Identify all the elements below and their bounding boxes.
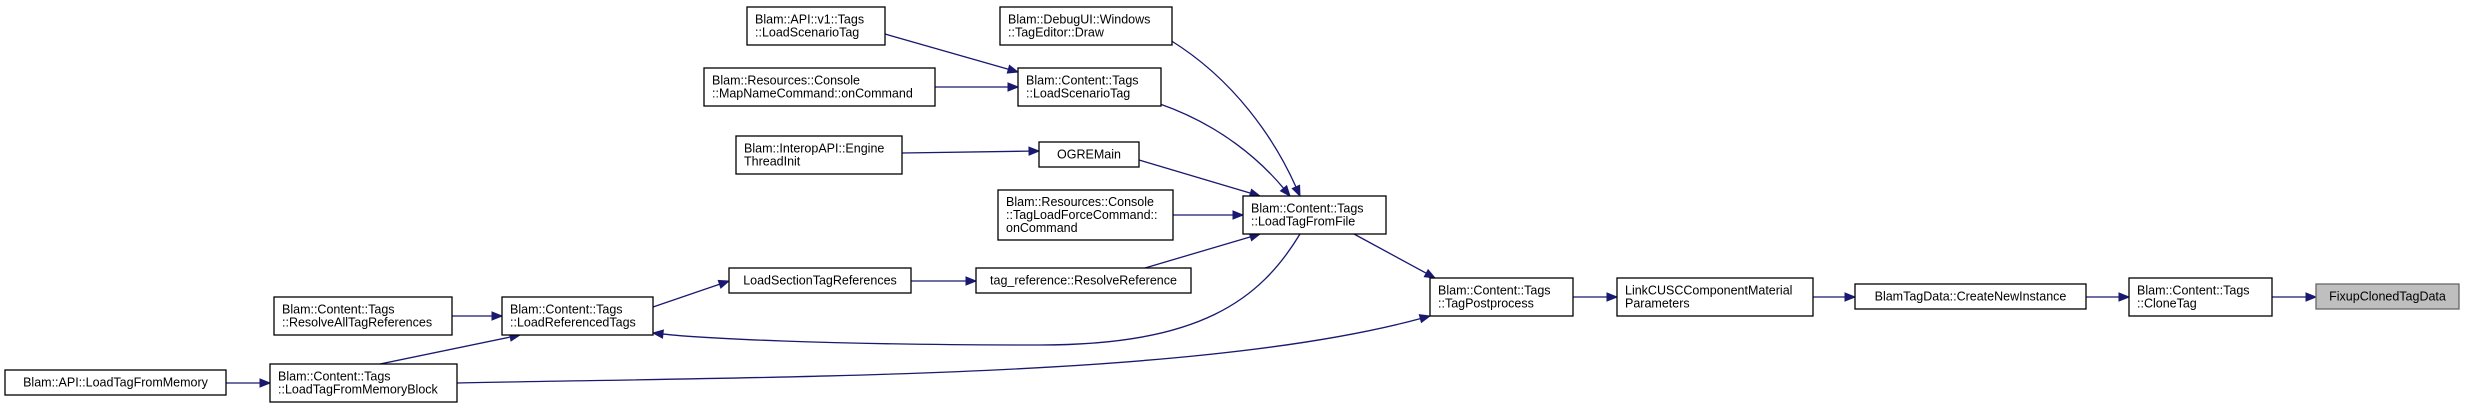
edge-ogremain-to-loadfromfile: [1138, 159, 1262, 198]
node-label-line: Blam::DebugUI::Windows: [1008, 13, 1150, 27]
node-box[interactable]: [703, 67, 936, 107]
edge-loadfromfile-to-loadreferenced: [651, 233, 1301, 346]
node-label-line: Blam::API::LoadTagFromMemory: [23, 376, 209, 390]
node-createnew[interactable]: BlamTagData::CreateNewInstance: [1854, 283, 2087, 310]
node-tagloadforce[interactable]: Blam::Resources::Console::TagLoadForceCo…: [997, 189, 1174, 241]
node-box[interactable]: [501, 296, 654, 336]
node-label-line: ::ResolveAllTagReferences: [282, 316, 432, 330]
edge-contentloadscenario-to-loadfromfile: [1159, 103, 1291, 198]
node-box[interactable]: [1017, 67, 1162, 107]
edge-createnew-to-clonetag: [2086, 292, 2131, 302]
node-fixup[interactable]: FixupClonedTagData: [2315, 283, 2460, 310]
node-label-line: Blam::API::v1::Tags: [755, 13, 864, 27]
node-box[interactable]: [735, 135, 903, 175]
edge-debugui-to-loadfromfile: [1169, 39, 1301, 198]
node-box[interactable]: [1854, 283, 2087, 310]
edge-loadfromfile-to-tagpost: [1353, 233, 1437, 279]
node-clonetag[interactable]: Blam::Content::Tags::CloneTag: [2128, 277, 2273, 317]
edge-loadfrommemblock-to-loadreferenced: [379, 332, 522, 365]
node-box[interactable]: [746, 6, 886, 46]
node-box[interactable]: [1616, 277, 1814, 317]
node-box[interactable]: [2128, 277, 2273, 317]
node-label-line: tag_reference::ResolveReference: [990, 274, 1177, 288]
node-label-line: Blam::Content::Tags: [1438, 284, 1551, 298]
node-box[interactable]: [1038, 141, 1140, 168]
node-label-line: Blam::Content::Tags: [1026, 74, 1139, 88]
node-label-line: ::LoadTagFromFile: [1251, 215, 1355, 229]
edge-mapname-to-contentloadscenario: [935, 82, 1020, 92]
node-label-line: BlamTagData::CreateNewInstance: [1875, 290, 2067, 304]
edge-tagpost-to-linkcusc: [1573, 292, 1619, 302]
edge-interop-to-ogremain: [901, 146, 1041, 156]
node-label-line: ::TagEditor::Draw: [1008, 26, 1105, 40]
edge-loadfrommemblock-to-tagpost: [456, 314, 1432, 384]
node-box[interactable]: [1429, 277, 1574, 317]
node-label-line: ThreadInit: [744, 155, 801, 169]
node-label-line: Blam::Resources::Console: [712, 74, 860, 88]
node-box[interactable]: [269, 363, 458, 403]
node-box[interactable]: [2315, 283, 2460, 310]
edge-loadsection-to-resolveref: [911, 276, 978, 286]
node-label-line: ::MapNameCommand::onCommand: [712, 87, 913, 101]
node-debugui[interactable]: Blam::DebugUI::Windows::TagEditor::Draw: [999, 6, 1173, 46]
node-label-line: FixupClonedTagData: [2329, 290, 2446, 304]
node-ogremain[interactable]: OGREMain: [1038, 141, 1140, 168]
node-label-line: Blam::Content::Tags: [282, 303, 395, 317]
node-label-line: Blam::Content::Tags: [510, 303, 623, 317]
edge-loadreferenced-to-loadsection: [652, 279, 731, 308]
node-label-line: Parameters: [1625, 297, 1690, 311]
node-label-line: LoadSectionTagReferences: [743, 274, 897, 288]
node-loadreferenced[interactable]: Blam::Content::Tags::LoadReferencedTags: [501, 296, 654, 336]
node-loadfromfile[interactable]: Blam::Content::Tags::LoadTagFromFile: [1242, 195, 1387, 235]
node-box[interactable]: [273, 296, 453, 336]
node-label-line: onCommand: [1006, 221, 1078, 235]
node-label-line: Blam::Content::Tags: [278, 370, 391, 384]
node-label-line: Blam::Resources::Console: [1006, 195, 1154, 209]
node-resolveall[interactable]: Blam::Content::Tags::ResolveAllTagRefere…: [273, 296, 453, 336]
edge-tagloadforce-to-loadfromfile: [1173, 210, 1245, 220]
node-apiloadfrommem[interactable]: Blam::API::LoadTagFromMemory: [4, 369, 227, 396]
node-label-line: ::TagLoadForceCommand::: [1006, 208, 1157, 222]
node-label-line: ::LoadTagFromMemoryBlock: [278, 383, 439, 397]
node-resolveref[interactable]: tag_reference::ResolveReference: [975, 267, 1192, 294]
node-box[interactable]: [1242, 195, 1387, 235]
node-apiv1loadscenario[interactable]: Blam::API::v1::Tags::LoadScenarioTag: [746, 6, 886, 46]
edge-apiloadfrommem-to-loadfrommemblock: [226, 378, 272, 388]
node-loadfrommemblock[interactable]: Blam::Content::Tags::LoadTagFromMemoryBl…: [269, 363, 458, 403]
node-label-line: ::LoadScenarioTag: [1026, 87, 1130, 101]
node-label-line: ::CloneTag: [2137, 297, 2197, 311]
node-label-line: ::TagPostprocess: [1438, 297, 1534, 311]
node-label-line: Blam::Content::Tags: [1251, 202, 1364, 216]
node-box[interactable]: [4, 369, 227, 396]
node-box[interactable]: [975, 267, 1192, 294]
edge-clonetag-to-fixup: [2272, 292, 2318, 302]
node-mapname[interactable]: Blam::Resources::Console::MapNameCommand…: [703, 67, 936, 107]
node-label-line: ::LoadReferencedTags: [510, 316, 636, 330]
node-label-line: Blam::InteropAPI::Engine: [744, 142, 884, 156]
node-label-line: ::LoadScenarioTag: [755, 26, 859, 40]
edge-apiv1loadscenario-to-contentloadscenario: [884, 33, 1020, 74]
edge-resolveall-to-loadreferenced: [452, 311, 504, 321]
edge-linkcusc-to-createnew: [1813, 292, 1857, 302]
node-box[interactable]: [997, 189, 1174, 241]
node-box[interactable]: [728, 267, 912, 294]
node-box[interactable]: [999, 6, 1173, 46]
nodes-layer: FixupClonedTagDataBlam::Content::Tags::C…: [4, 6, 2460, 403]
node-loadsection[interactable]: LoadSectionTagReferences: [728, 267, 912, 294]
node-label-line: OGREMain: [1057, 148, 1121, 162]
node-label-line: Blam::Content::Tags: [2137, 284, 2250, 298]
node-tagpost[interactable]: Blam::Content::Tags::TagPostprocess: [1429, 277, 1574, 317]
node-label-line: LinkCUSCComponentMaterial: [1625, 284, 1792, 298]
node-contentloadscenario[interactable]: Blam::Content::Tags::LoadScenarioTag: [1017, 67, 1162, 107]
